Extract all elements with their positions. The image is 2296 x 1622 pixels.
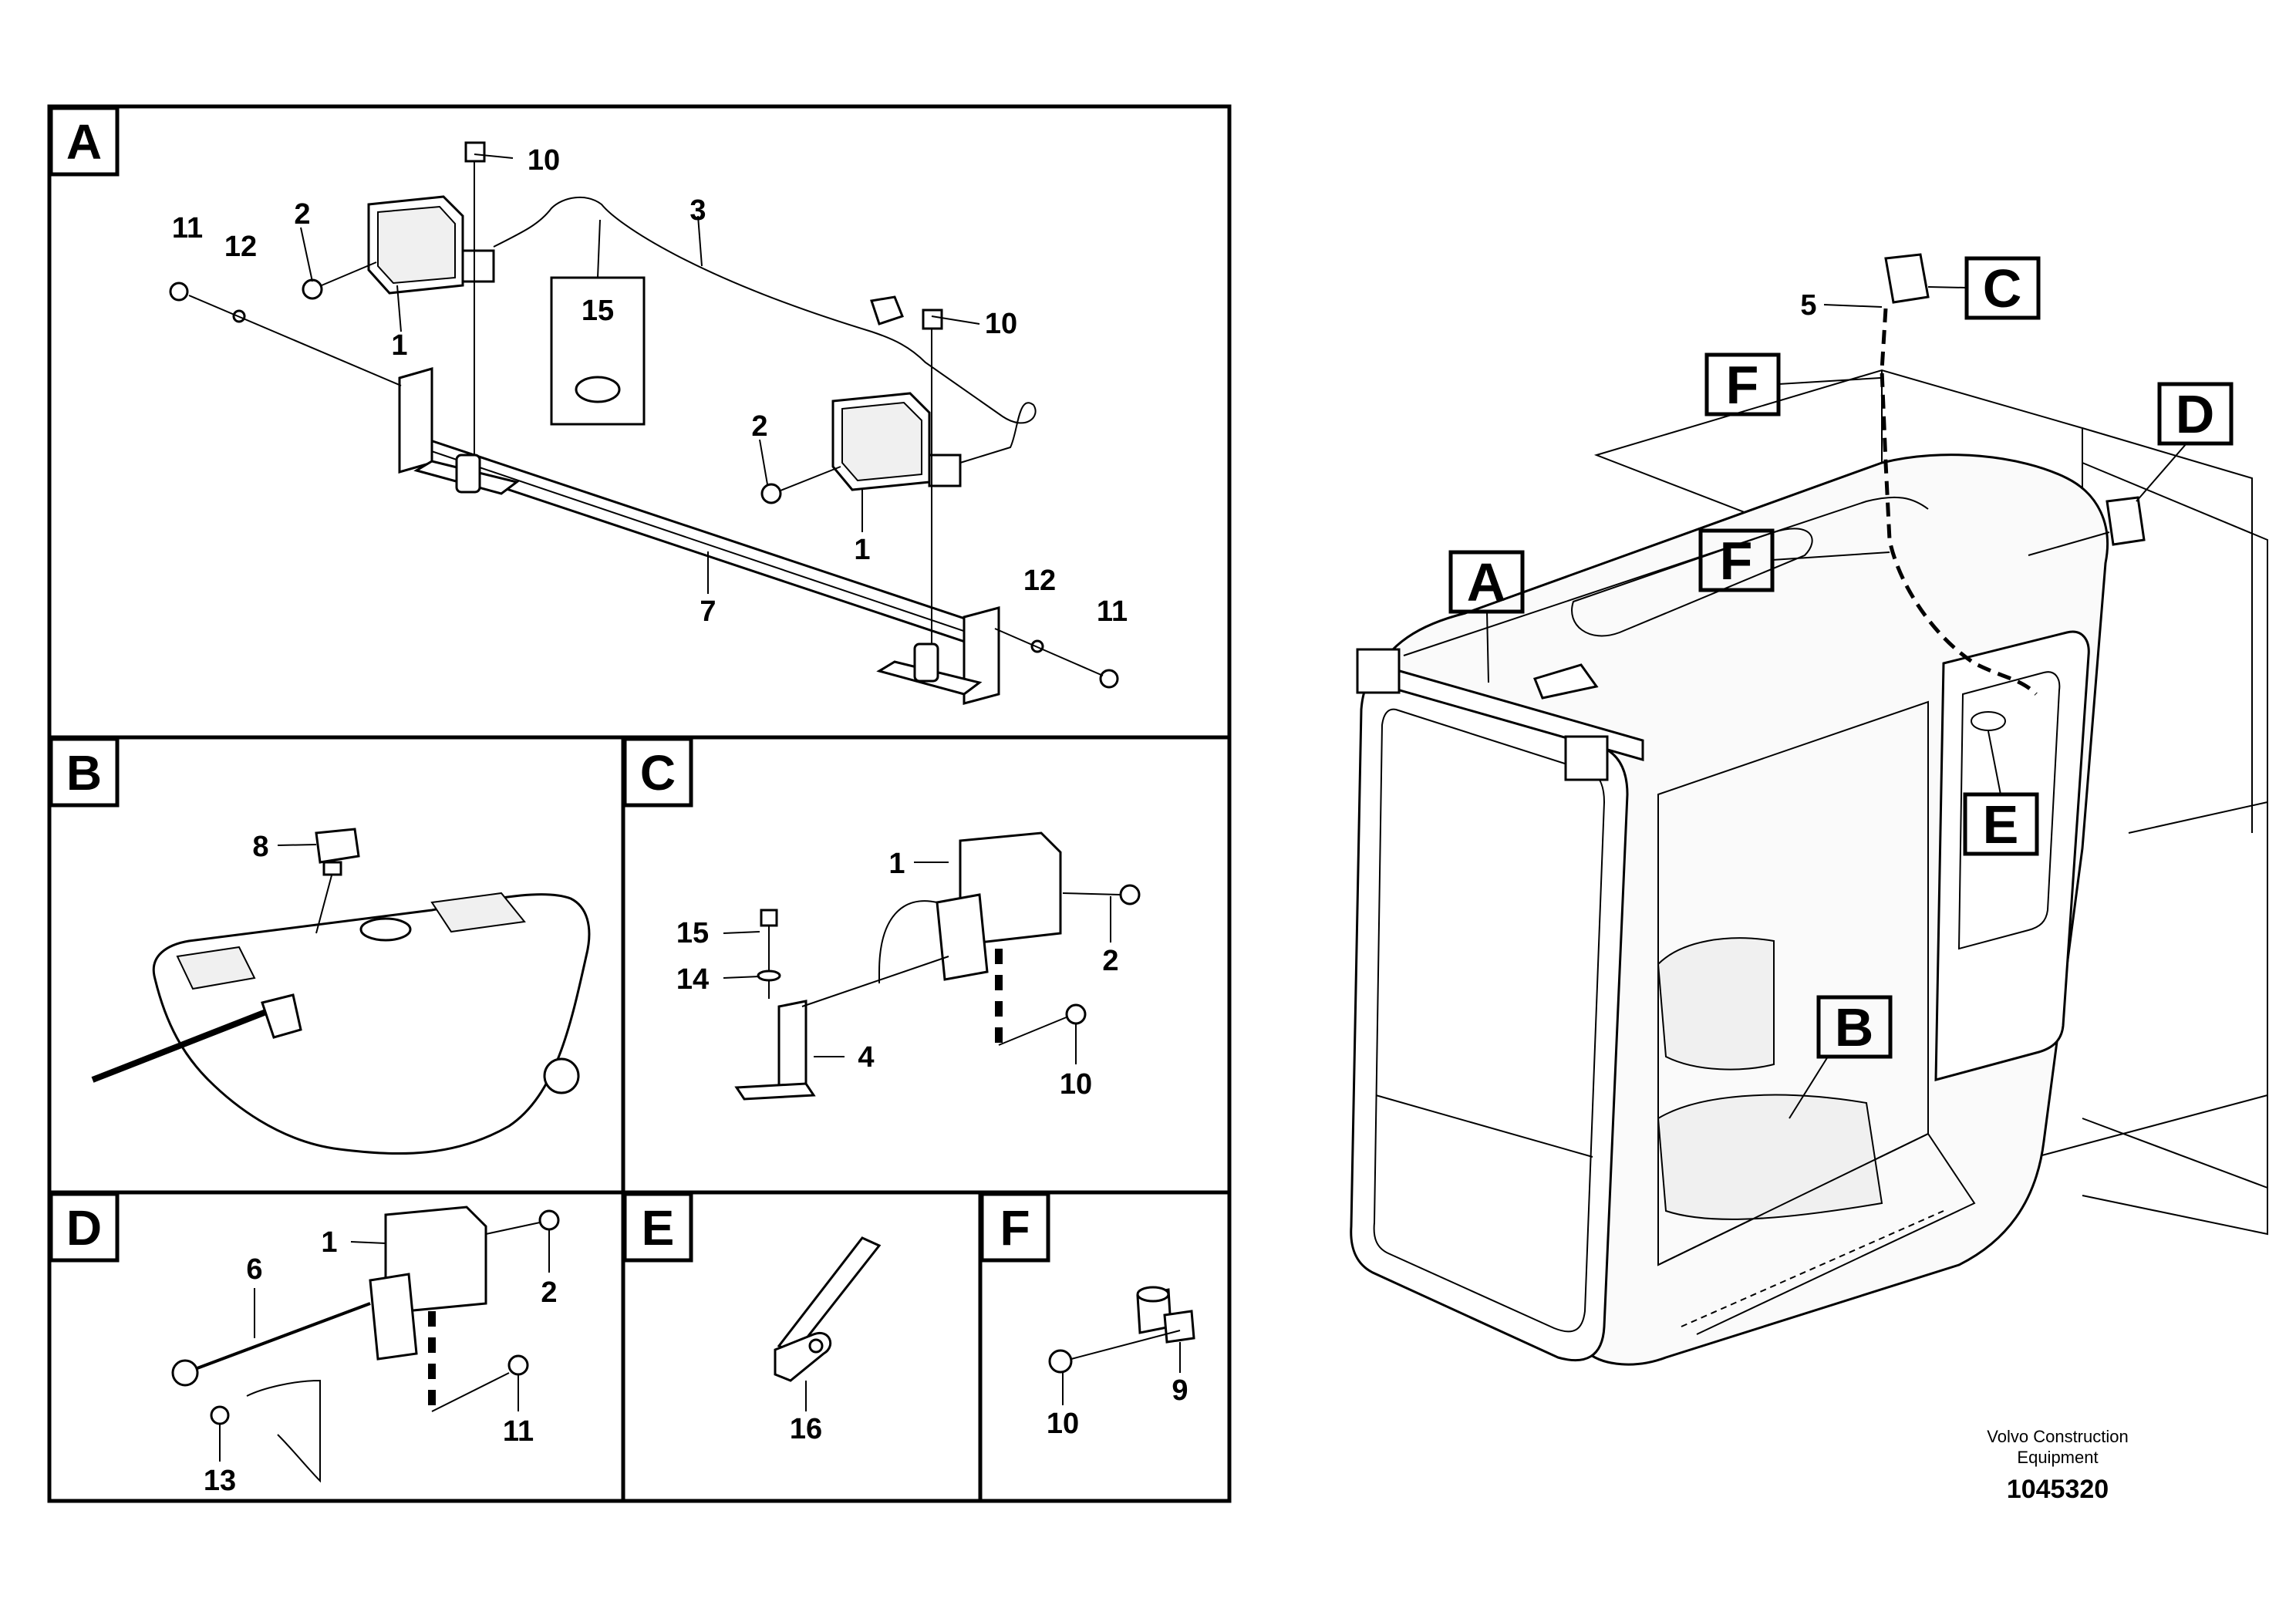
work-lamp-left [302, 195, 495, 300]
label-2-a: 2 [294, 198, 310, 231]
label-12-b: 12 [1023, 565, 1056, 597]
label-16-e: 16 [790, 1413, 822, 1445]
label-3: 3 [689, 194, 706, 227]
footer: Volvo Construction Equipment 1045320 [1987, 1427, 2128, 1504]
label-1-a: 1 [391, 329, 407, 362]
part-number: 1045320 [2007, 1475, 2109, 1504]
label-13-d: 13 [204, 1465, 236, 1497]
label-9-f: 9 [1172, 1374, 1188, 1407]
label-11-b: 11 [1097, 595, 1128, 628]
label-15-c: 15 [676, 917, 709, 949]
lamp-mount-c [734, 831, 1141, 1101]
wire-harness [493, 196, 1037, 464]
control-console [91, 828, 591, 1155]
panel-b-letter: B [66, 745, 102, 801]
label-12-a: 12 [224, 231, 257, 263]
brand-line-1: Volvo Construction [1987, 1427, 2128, 1446]
label-10-b: 10 [985, 308, 1017, 340]
panel-e: E 16 [622, 1192, 882, 1445]
label-1-d: 1 [321, 1226, 337, 1259]
callout-f-1: F [1726, 355, 1759, 415]
panel-f-letter: F [1000, 1200, 1030, 1256]
label-6-d: 6 [246, 1253, 262, 1286]
lamp-mount-d [171, 1206, 560, 1483]
callout-c: C [1983, 258, 2022, 319]
callout-f-2: F [1720, 531, 1753, 591]
label-7: 7 [700, 595, 716, 628]
callout-a: A [1467, 552, 1506, 612]
light-bar [398, 367, 1000, 705]
label-14-c: 14 [676, 963, 709, 996]
label-10-c: 10 [1060, 1068, 1092, 1101]
panel-a-letter: A [66, 114, 102, 170]
label-10-a: 10 [528, 144, 560, 177]
label-11-a: 11 [172, 212, 203, 244]
brand-line-2: Equipment [2017, 1448, 2098, 1467]
work-lamp-right [760, 392, 962, 504]
panel-c-letter: C [640, 745, 676, 801]
label-1-c: 1 [888, 848, 905, 880]
panel-c: C 1 15 14 4 2 10 [622, 737, 1141, 1101]
cable-lug [774, 1236, 882, 1382]
label-4-c: 4 [858, 1041, 874, 1074]
callout-b: B [1835, 997, 1874, 1057]
overview-callouts: C D F F A E B 5 [1448, 256, 2234, 1119]
panel-f: F 10 9 [979, 1192, 1195, 1440]
panel-e-letter: E [642, 1200, 675, 1256]
label-8: 8 [252, 831, 268, 863]
callout-e: E [1983, 794, 2019, 855]
label-15-a: 15 [582, 295, 614, 327]
label-2-d: 2 [541, 1276, 557, 1309]
label-10-f: 10 [1047, 1408, 1079, 1440]
label-5: 5 [1800, 289, 1816, 322]
label-11-d: 11 [503, 1415, 534, 1448]
panel-a: A [49, 106, 1128, 705]
cable-clip [1048, 1286, 1195, 1374]
panel-d: D 1 6 2 13 11 [49, 1192, 560, 1497]
panel-d-letter: D [66, 1200, 102, 1256]
label-2-b: 2 [751, 410, 767, 443]
panel-b: B 8 [49, 737, 591, 1155]
label-1-b: 1 [854, 534, 870, 566]
cab-overview [1350, 253, 2268, 1366]
label-2-c: 2 [1102, 945, 1118, 977]
callout-d: D [2176, 384, 2215, 444]
